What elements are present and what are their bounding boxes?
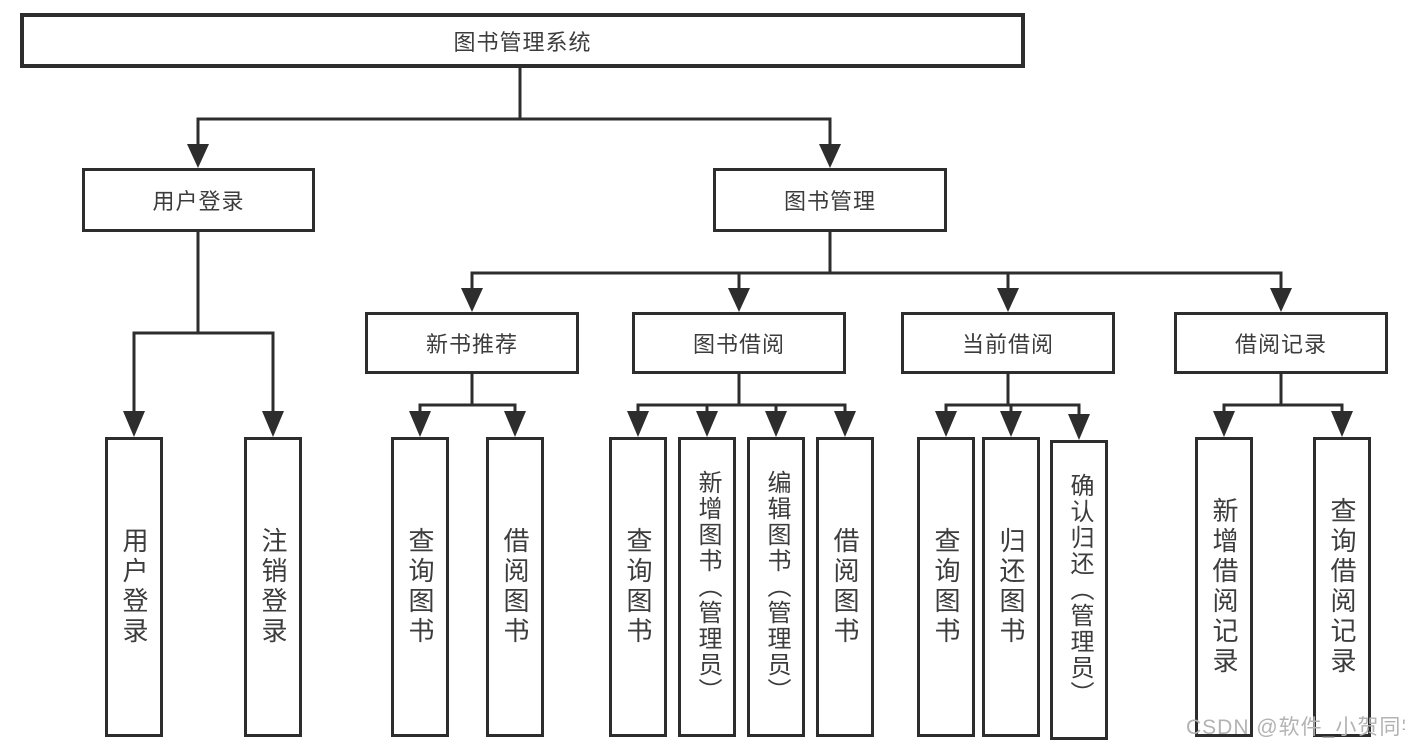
- node-book-borrowing: 图书借阅: [632, 312, 846, 374]
- node-leaf-confirm-return-admin: 确认归还（管理员）: [1050, 440, 1108, 740]
- node-leaf-query-books-recommend: 查询图书: [391, 437, 449, 737]
- node-borrowing-records: 借阅记录: [1174, 312, 1388, 374]
- node-leaf-query-books-borrowing: 查询图书: [609, 437, 667, 737]
- node-leaf-add-books-admin: 新增图书（管理员）: [678, 437, 736, 737]
- leaf-label: 归还图书: [996, 527, 1026, 647]
- node-book-management: 图书管理: [713, 168, 947, 232]
- node-leaf-borrow-books-recommend: 借阅图书: [486, 437, 544, 737]
- leaf-label: 编辑图书（管理员）: [763, 470, 790, 704]
- node-leaf-query-borrow-record: 查询借阅记录: [1313, 437, 1371, 737]
- leaf-label: 查询图书: [931, 527, 961, 647]
- node-user-login: 用户登录: [82, 168, 315, 232]
- leaf-label: 用户登录: [119, 527, 149, 647]
- node-leaf-logout: 注销登录: [244, 437, 302, 737]
- node-leaf-user-login: 用户登录: [105, 437, 163, 737]
- leaf-label: 借阅图书: [500, 527, 530, 647]
- node-current-borrowing: 当前借阅: [901, 312, 1115, 374]
- leaf-label: 查询图书: [405, 527, 435, 647]
- node-leaf-edit-books-admin: 编辑图书（管理员）: [747, 437, 805, 737]
- leaf-label: 确认归还（管理员）: [1066, 473, 1093, 707]
- csdn-watermark: CSDN @软件_小贺同学: [1186, 716, 1405, 739]
- node-new-book-recommend: 新书推荐: [365, 312, 579, 374]
- leaf-label: 查询图书: [623, 527, 653, 647]
- leaf-label: 新增图书（管理员）: [694, 470, 721, 704]
- node-leaf-return-books: 归还图书: [982, 437, 1040, 737]
- node-leaf-query-books-current: 查询图书: [917, 437, 975, 737]
- leaf-label: 注销登录: [258, 527, 288, 647]
- leaf-label: 查询借阅记录: [1327, 497, 1357, 677]
- leaf-label: 新增借阅记录: [1209, 497, 1239, 677]
- node-library-system: 图书管理系统: [20, 13, 1025, 68]
- node-leaf-borrow-books-borrowing: 借阅图书: [816, 437, 874, 737]
- node-leaf-add-borrow-record: 新增借阅记录: [1195, 437, 1253, 737]
- leaf-label: 借阅图书: [830, 527, 860, 647]
